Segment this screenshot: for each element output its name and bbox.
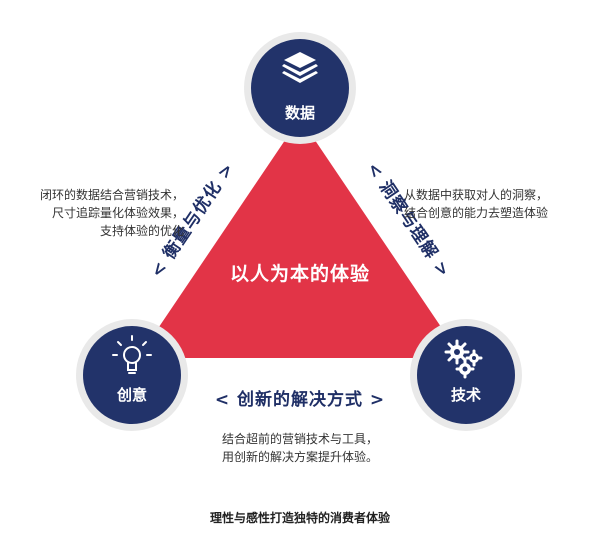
center-text: 以人为本的体验 (230, 262, 370, 285)
description-line: 支持体验的优化 (99, 224, 184, 238)
description-line: 闭环的数据结合营销技术， (39, 188, 184, 202)
gears-icon (444, 339, 483, 379)
description-line: 尺寸追踪量化体验效果， (51, 206, 184, 220)
description-line: 从数据中获取对人的洞察， (404, 188, 549, 202)
center-triangle (138, 118, 462, 358)
layers-icon (282, 52, 318, 83)
description-line: 结合超前的营销技术与工具， (221, 432, 378, 446)
node-technology: 技术 (410, 319, 522, 431)
node-creativity: 创意 (76, 319, 188, 431)
caption: 理性与感性打造独特的消费者体验 (209, 511, 390, 525)
node-data: 数据 (244, 32, 356, 144)
edge-bottom-text: < 创新的解决方式 > (215, 389, 385, 410)
description-bottom: 结合超前的营销技术与工具， 用创新的解决方案提升体验。 (0, 430, 600, 466)
description-left: 闭环的数据结合营销技术， 尺寸追踪量化体验效果， 支持体验的优化 (40, 186, 184, 240)
description-right: 从数据中获取对人的洞察， 结合创意的能力去塑造体验 (404, 186, 548, 222)
node-data-label: 数据 (285, 104, 315, 122)
node-creativity-label: 创意 (116, 386, 147, 404)
description-line: 用创新的解决方案提升体验。 (221, 450, 378, 464)
description-line: 结合创意的能力去塑造体验 (404, 206, 549, 220)
node-technology-label: 技术 (451, 386, 481, 404)
lightbulb-icon (112, 335, 152, 374)
